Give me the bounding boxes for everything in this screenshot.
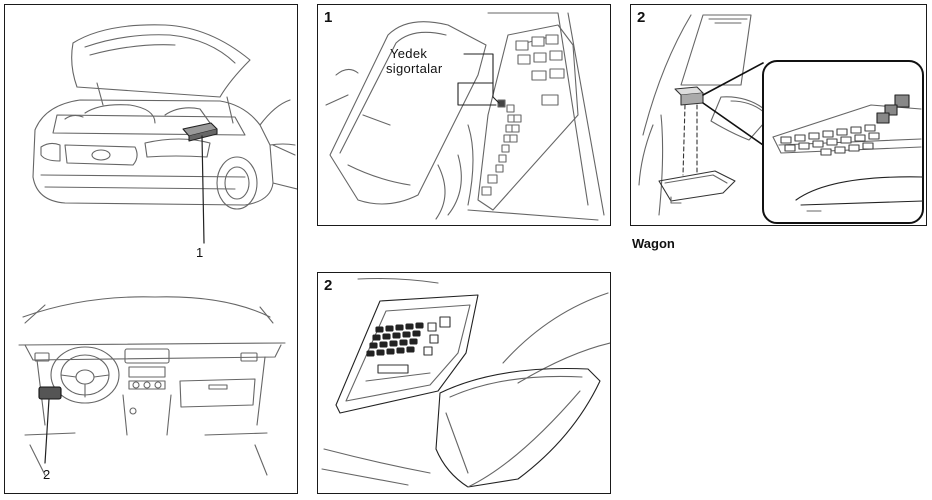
wagon-fuse-box-illustration [638,14,924,224]
interior-fuse-box-illustration [321,277,610,488]
engine-fuse-box-illustration [325,12,605,221]
engine-fuse-box-panel: 1 Yedek sigortalar [317,4,611,226]
panel-number: 1 [324,9,333,26]
wagon-caption: Wagon [632,236,675,251]
spare-fuses-label-line2: sigortalar [386,61,443,76]
panel-number: 2 [324,277,333,294]
spare-fuses-label-line1: Yedek [390,46,428,61]
car-overview-illustration [18,24,297,476]
panel-number: 2 [637,9,646,26]
callout-interior-fuse-box: 2 [43,467,51,482]
overview-panel: 1 2 [4,4,298,494]
wagon-fuse-box-panel: 2 [630,4,927,226]
interior-fuse-box-panel: 2 [317,272,611,494]
callout-engine-fuse-box: 1 [196,245,204,260]
